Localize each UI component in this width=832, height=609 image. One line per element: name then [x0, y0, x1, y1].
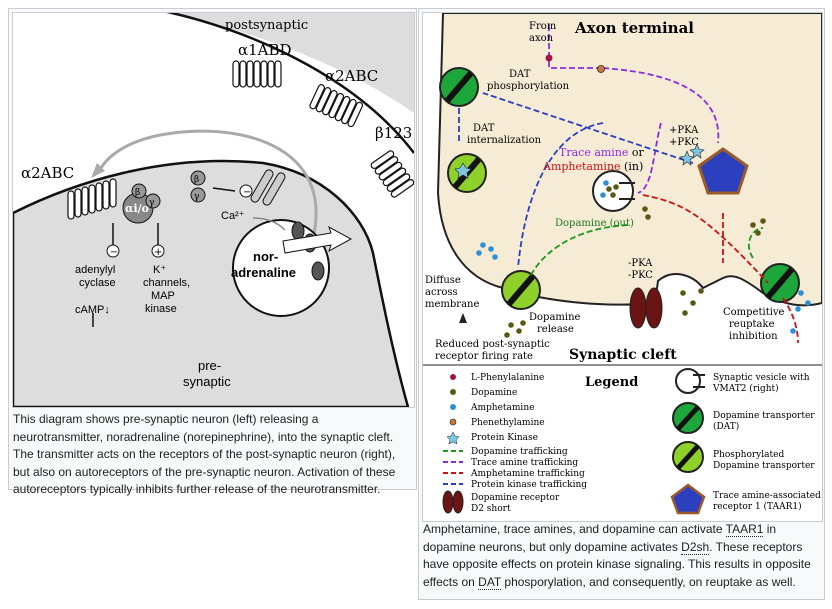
beta-small-label-2: β — [194, 175, 199, 185]
pdat-internalized-icon — [447, 153, 487, 193]
alpha1-label: α1ABD — [238, 41, 292, 59]
dat-right-icon — [760, 263, 800, 303]
calcium-channel — [250, 169, 286, 206]
svg-text:Phenethylamine: Phenethylamine — [471, 418, 545, 428]
gamma-small-label-2: γ — [194, 192, 199, 202]
plus-sign: + — [154, 247, 162, 258]
dopamine-trafficking-path — [530, 224, 629, 276]
legend-texts: L-Phenylalanine Dopamine Amphetamine Phe… — [470, 373, 821, 514]
right-figure-caption: Amphetamine, trace amines, and dopamine … — [423, 522, 811, 590]
phenethylamine-marker — [597, 65, 605, 73]
postsynaptic-cell — [168, 13, 414, 113]
noradrenaline-label: nor-adrenaline — [231, 249, 296, 280]
phenylalanine-marker — [545, 54, 553, 62]
feedback-arrow — [96, 129, 318, 239]
synaptic-vesicle — [592, 170, 634, 212]
pka-pkc-plus-label: +PKA+PKC — [669, 125, 699, 148]
legend-title: Legend — [585, 375, 638, 390]
dat-top-icon — [439, 67, 479, 107]
alpha2-receptor-post — [309, 84, 364, 128]
dat-link[interactable]: DAT — [478, 574, 502, 590]
pdat-bottom-icon — [501, 270, 541, 310]
svg-text:Trace amine trafficking: Trace amine trafficking — [471, 458, 578, 468]
trace-amine-trafficking-path — [548, 25, 598, 69]
beta-small-label: β — [135, 188, 140, 198]
minus-sign: − — [110, 247, 118, 258]
vmat2 — [619, 182, 635, 200]
noradrenaline-synapse-diagram[interactable]: postsynaptic α1ABD α2ABC β123 α2ABC αi/o… — [12, 12, 415, 408]
g-protein-beta — [131, 183, 147, 199]
postsynaptic-label: postsynaptic — [225, 18, 308, 33]
d2sh-link[interactable]: D2sh — [681, 539, 710, 555]
ca2-label: Ca²⁺ — [221, 210, 245, 222]
minus-sign-2: − — [243, 187, 251, 198]
synaptic-cleft-title: Synaptic cleft — [569, 347, 677, 363]
kinase-trafficking-path — [482, 92, 694, 164]
alpha2-autoreceptor — [67, 178, 117, 220]
presynaptic-cell — [13, 159, 410, 407]
svg-text:Dopamine transporter(DAT): Dopamine transporter(DAT) — [713, 411, 815, 432]
legend-markers — [442, 368, 706, 515]
amphetamine-dots — [476, 180, 811, 334]
beta-receptor — [370, 150, 414, 198]
feedback-arrowhead — [91, 163, 105, 178]
dopamine-out-label: Dopamine (out) — [555, 218, 634, 229]
d2-receptor — [629, 287, 647, 329]
amphetamine-in-label: Amphetamine (in) — [542, 160, 643, 173]
cleft-arrow — [459, 313, 467, 323]
trace-amine-label: Trace amine or — [559, 146, 645, 159]
left-diagram-svg: postsynaptic α1ABD α2ABC β123 α2ABC αi/o… — [13, 13, 414, 407]
kinase-stars — [679, 143, 705, 166]
g-protein-gamma — [145, 193, 161, 209]
beta-label: β123 — [375, 124, 412, 142]
dopamine-dots — [504, 184, 766, 338]
svg-text:Dopamine trafficking: Dopamine trafficking — [471, 447, 568, 457]
gamma-small-label: γ — [149, 198, 154, 208]
release-arrow — [282, 225, 353, 254]
svg-text:Protein Kinase: Protein Kinase — [471, 433, 538, 443]
camp-label: cAMP↓ — [75, 304, 110, 316]
svg-text:Dopamine: Dopamine — [471, 388, 517, 398]
pka-pkc-minus-label: -PKA-PKC — [628, 258, 653, 281]
svg-text:Amphetamine trafficking: Amphetamine trafficking — [470, 469, 585, 479]
left-figure-panel: postsynaptic α1ABD α2ABC β123 α2ABC αi/o… — [8, 8, 417, 496]
taar1-link[interactable]: TAAR1 — [725, 522, 764, 537]
taar1-receptor — [697, 147, 749, 195]
alpha1-receptor — [232, 60, 282, 88]
svg-text:Protein kinase trafficking: Protein kinase trafficking — [471, 480, 587, 490]
axon-terminal-title: Axon terminal — [574, 19, 694, 37]
svg-text:L-Phenylalanine: L-Phenylalanine — [471, 373, 544, 383]
alpha-io-label: αi/o — [125, 202, 149, 215]
alpha2-post-label: α2ABC — [325, 67, 378, 85]
left-figure-caption: This diagram shows pre-synaptic neuron (… — [13, 412, 396, 496]
presynaptic-label: pre-synaptic — [183, 358, 231, 389]
alpha2-auto-label: α2ABC — [21, 164, 74, 182]
postsynaptic-membrane — [166, 13, 414, 154]
svg-text:Amphetamine: Amphetamine — [470, 403, 534, 413]
